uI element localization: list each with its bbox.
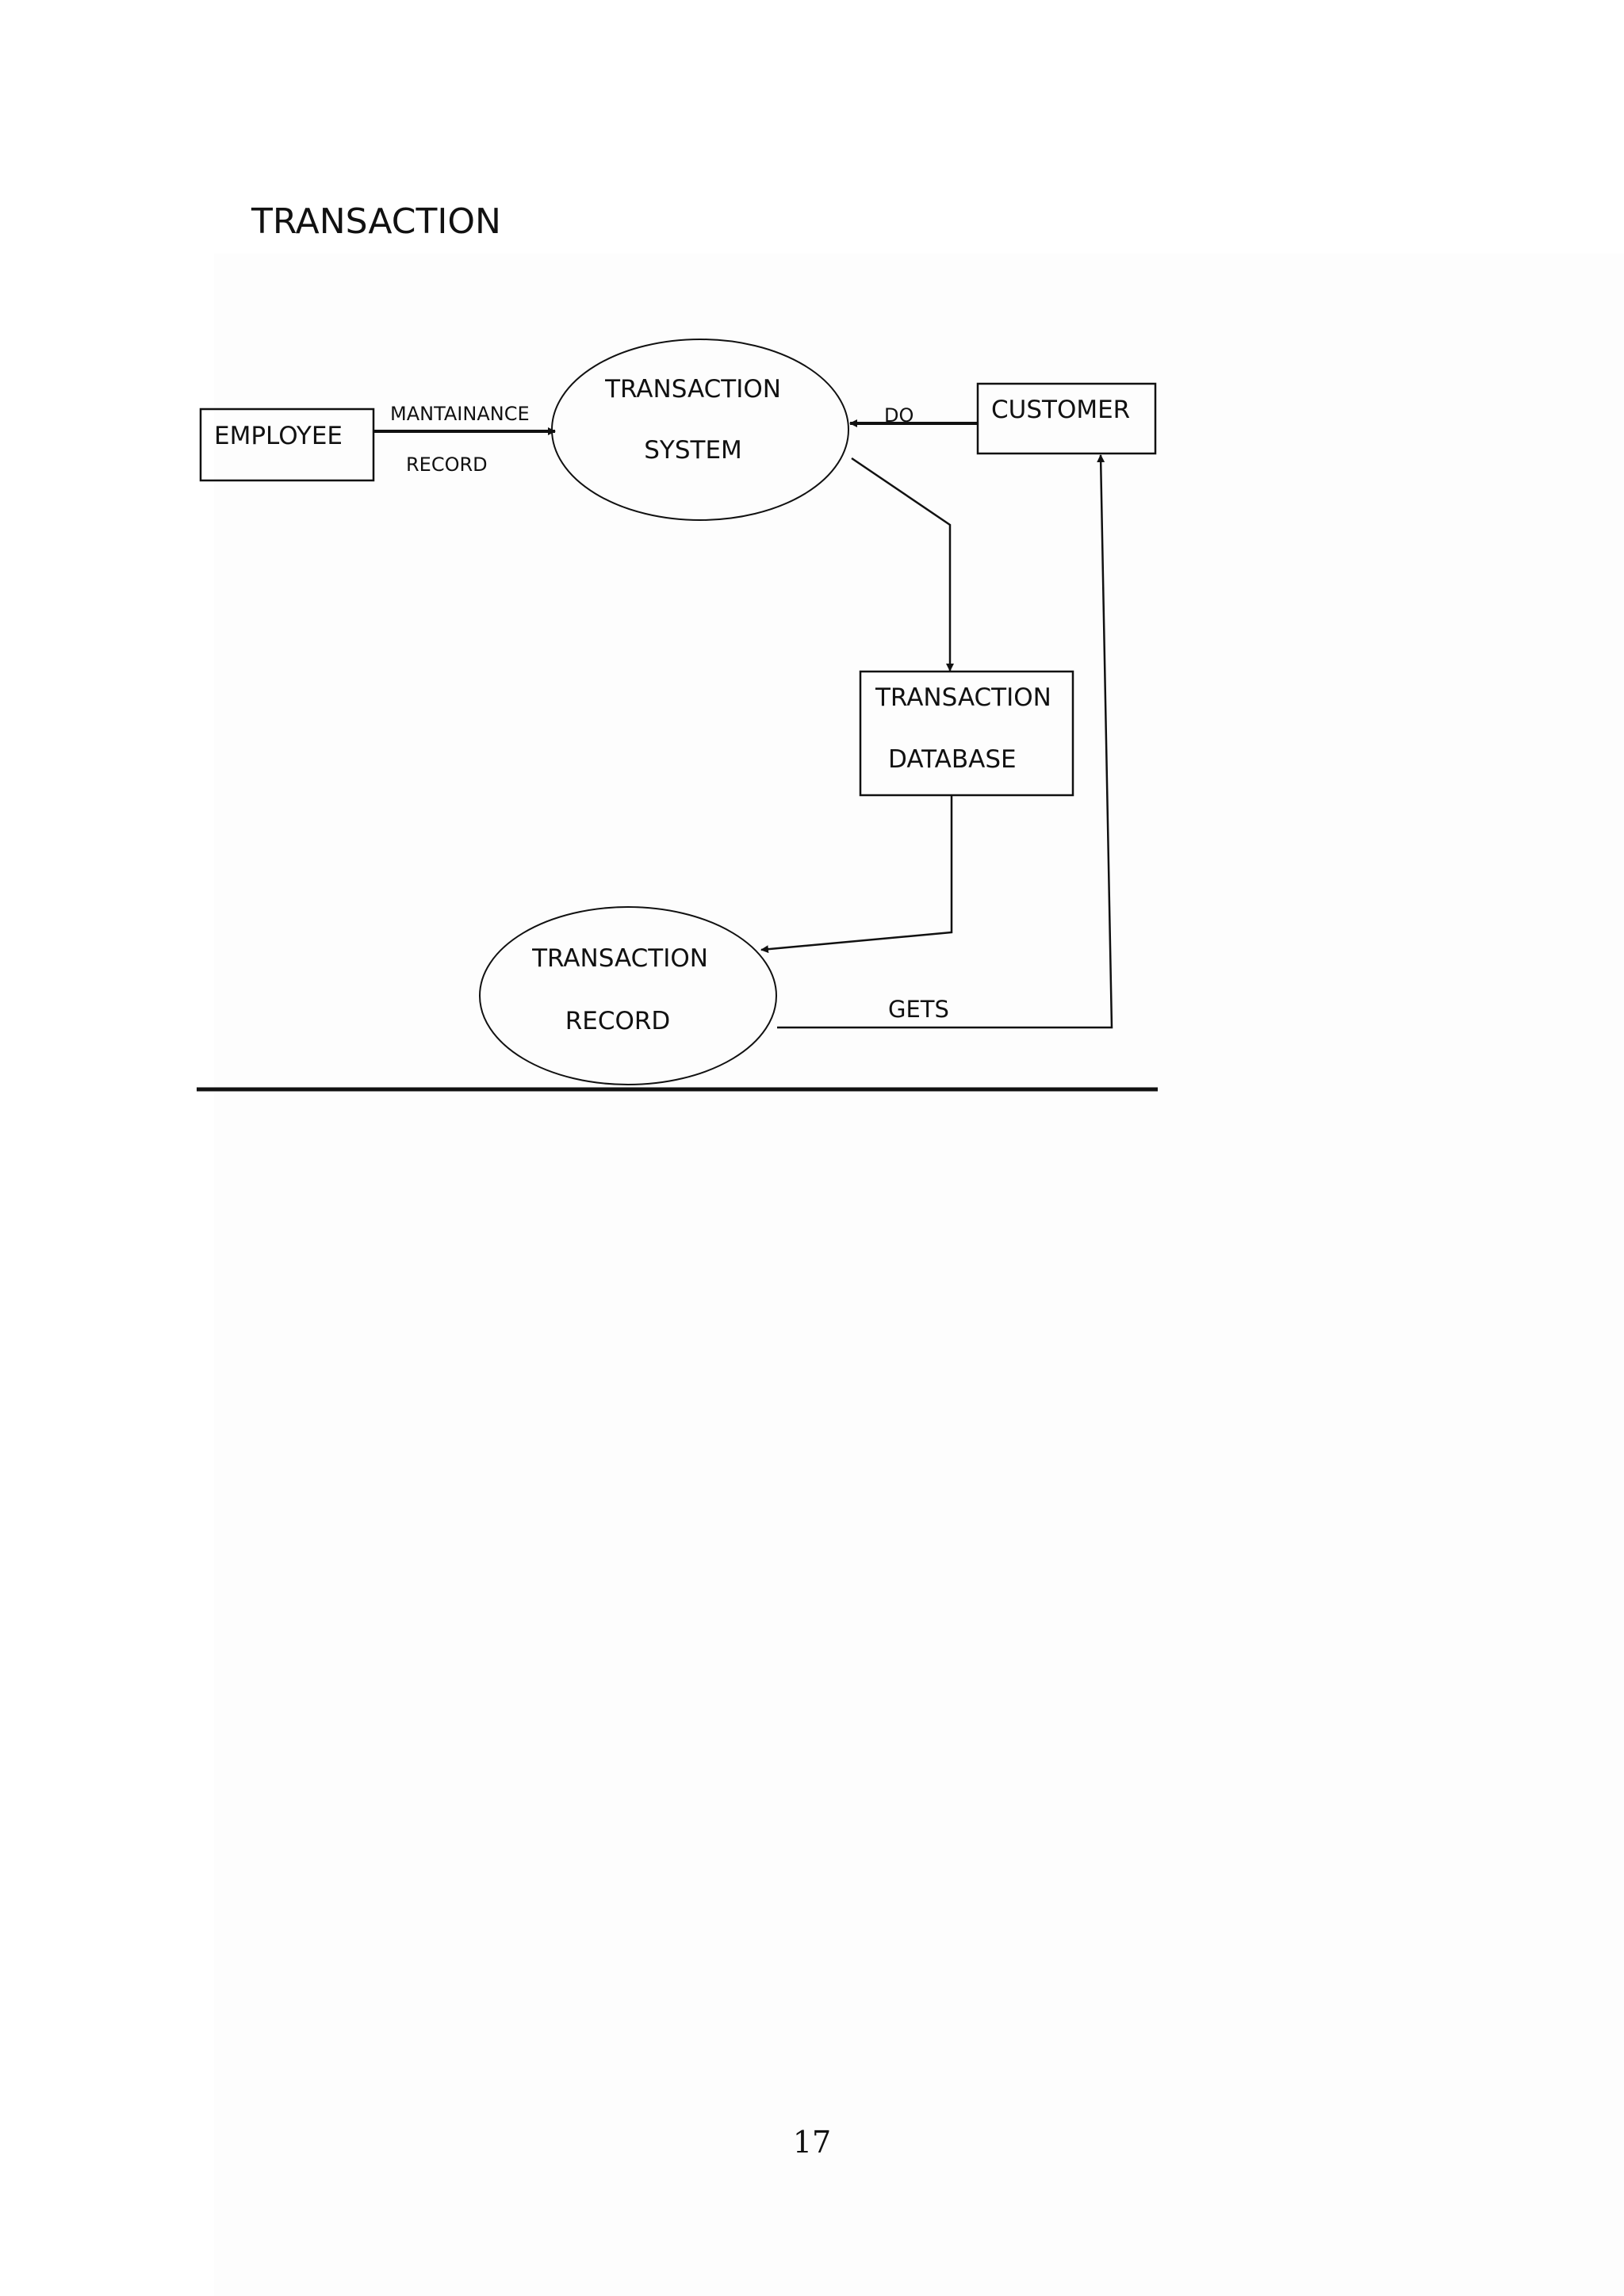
transaction-system-label-line1: TRANSACTION bbox=[604, 375, 781, 404]
transaction-database-label-line1: TRANSACTION bbox=[875, 683, 1051, 712]
transaction-record-ellipse bbox=[479, 906, 777, 1085]
page-background-panel bbox=[214, 254, 1624, 2296]
transaction-record-label-line2: RECORD bbox=[565, 1007, 671, 1035]
customer-label: CUSTOMER bbox=[991, 396, 1130, 424]
transaction-system-ellipse bbox=[551, 339, 849, 521]
maintenance-flow-label-line1: MANTAINANCE bbox=[390, 403, 530, 425]
transaction-database-box bbox=[859, 670, 1074, 797]
page-number: 17 bbox=[792, 2125, 832, 2160]
maintenance-flow-label-line2: RECORD bbox=[406, 453, 488, 476]
transaction-record-label-line1: TRANSACTION bbox=[531, 944, 708, 973]
diagram-title: TRANSACTION bbox=[251, 201, 501, 242]
employee-label: EMPLOYEE bbox=[214, 422, 343, 450]
gets-flow-arrow bbox=[777, 454, 1113, 1029]
do-flow-label: DO bbox=[884, 404, 914, 427]
transaction-database-label-line2: DATABASE bbox=[888, 745, 1017, 774]
database-to-record-arrow bbox=[760, 795, 953, 954]
employee-box bbox=[199, 408, 375, 482]
customer-box bbox=[976, 382, 1157, 455]
transaction-system-label-line2: SYSTEM bbox=[644, 436, 742, 465]
system-to-database-arrow bbox=[851, 457, 954, 672]
gets-flow-label: GETS bbox=[888, 996, 949, 1023]
